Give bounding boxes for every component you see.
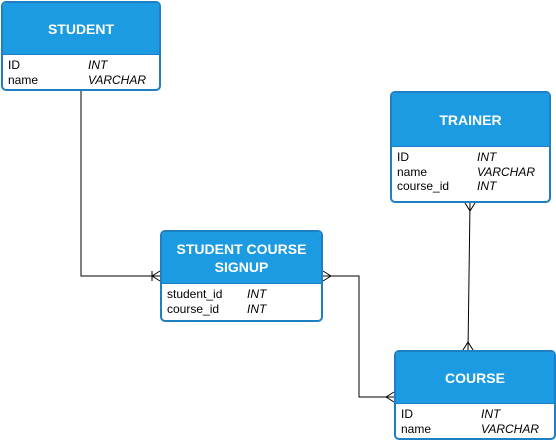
entity-title: STUDENT COURSE SIGNUP	[162, 232, 321, 284]
field-row: name VARCHAR	[8, 73, 154, 88]
entity-fields: ID INT name VARCHAR	[3, 55, 159, 87]
field-type: VARCHAR	[88, 72, 147, 87]
connector-signup-course[interactable]	[323, 275, 394, 398]
connector-trainer-course[interactable]	[467, 202, 471, 351]
field-name: name	[401, 421, 432, 436]
entity-trainer[interactable]: TRAINER ID INT name VARCHAR course_id IN…	[390, 91, 551, 203]
field-row: ID INT	[397, 150, 544, 165]
entity-course[interactable]: COURSE ID INT name VARCHAR	[394, 350, 556, 440]
field-name: ID	[401, 407, 413, 421]
field-type: INT	[481, 407, 501, 421]
crowfoot-many-trainer-bottom	[464, 202, 476, 212]
entity-fields: ID INT name VARCHAR course_id INT	[392, 147, 549, 194]
field-name: ID	[397, 150, 409, 164]
field-name: name	[8, 72, 39, 87]
entity-student-course-signup[interactable]: STUDENT COURSE SIGNUP student_id INT cou…	[160, 230, 323, 322]
entity-student[interactable]: STUDENT ID INT name VARCHAR	[1, 1, 161, 91]
crowfoot-many-signup-left	[151, 270, 161, 282]
field-type: INT	[477, 150, 497, 164]
field-row: name VARCHAR	[401, 422, 549, 437]
field-row: course_id INT	[397, 179, 544, 194]
entity-title: STUDENT	[3, 3, 159, 55]
field-name: ID	[8, 58, 20, 72]
field-type: VARCHAR	[481, 421, 540, 436]
field-name: name	[397, 164, 428, 179]
entity-title: TRAINER	[392, 93, 549, 147]
field-type: INT	[247, 301, 267, 316]
field-row: name VARCHAR	[397, 165, 544, 180]
field-type: INT	[88, 58, 108, 72]
field-name: course_id	[397, 179, 450, 193]
field-row: student_id INT	[167, 287, 316, 302]
field-row: ID INT	[401, 407, 549, 422]
field-name: student_id	[167, 287, 223, 301]
crowfoot-many-course-top	[462, 341, 474, 351]
entity-title: COURSE	[396, 352, 554, 404]
field-name: course_id	[167, 301, 220, 316]
entity-fields: student_id INT course_id INT	[162, 284, 321, 316]
field-row: course_id INT	[167, 302, 316, 317]
crowfoot-many-signup-right	[322, 270, 332, 282]
entity-fields: ID INT name VARCHAR	[396, 404, 554, 436]
field-type: INT	[247, 287, 267, 301]
field-type: INT	[477, 179, 497, 193]
crowfoot-many-course-left	[385, 391, 395, 403]
field-type: VARCHAR	[477, 164, 536, 179]
connector-student-signup[interactable]	[80, 91, 160, 277]
field-row: ID INT	[8, 58, 154, 73]
